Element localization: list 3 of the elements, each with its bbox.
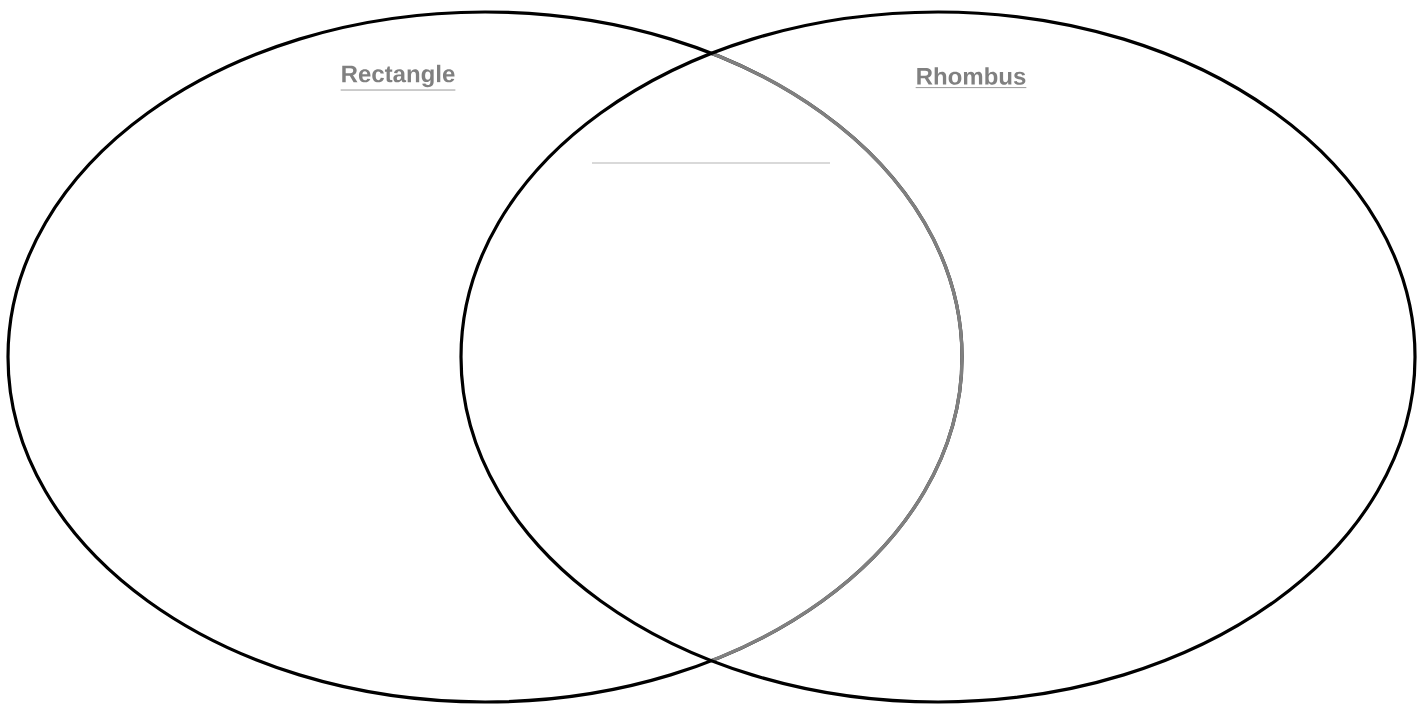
ellipse-title: Rectangle — [340, 64, 456, 91]
ellipse-title: Rhombus — [915, 67, 1027, 88]
venn-ellipse — [459, 10, 1417, 704]
